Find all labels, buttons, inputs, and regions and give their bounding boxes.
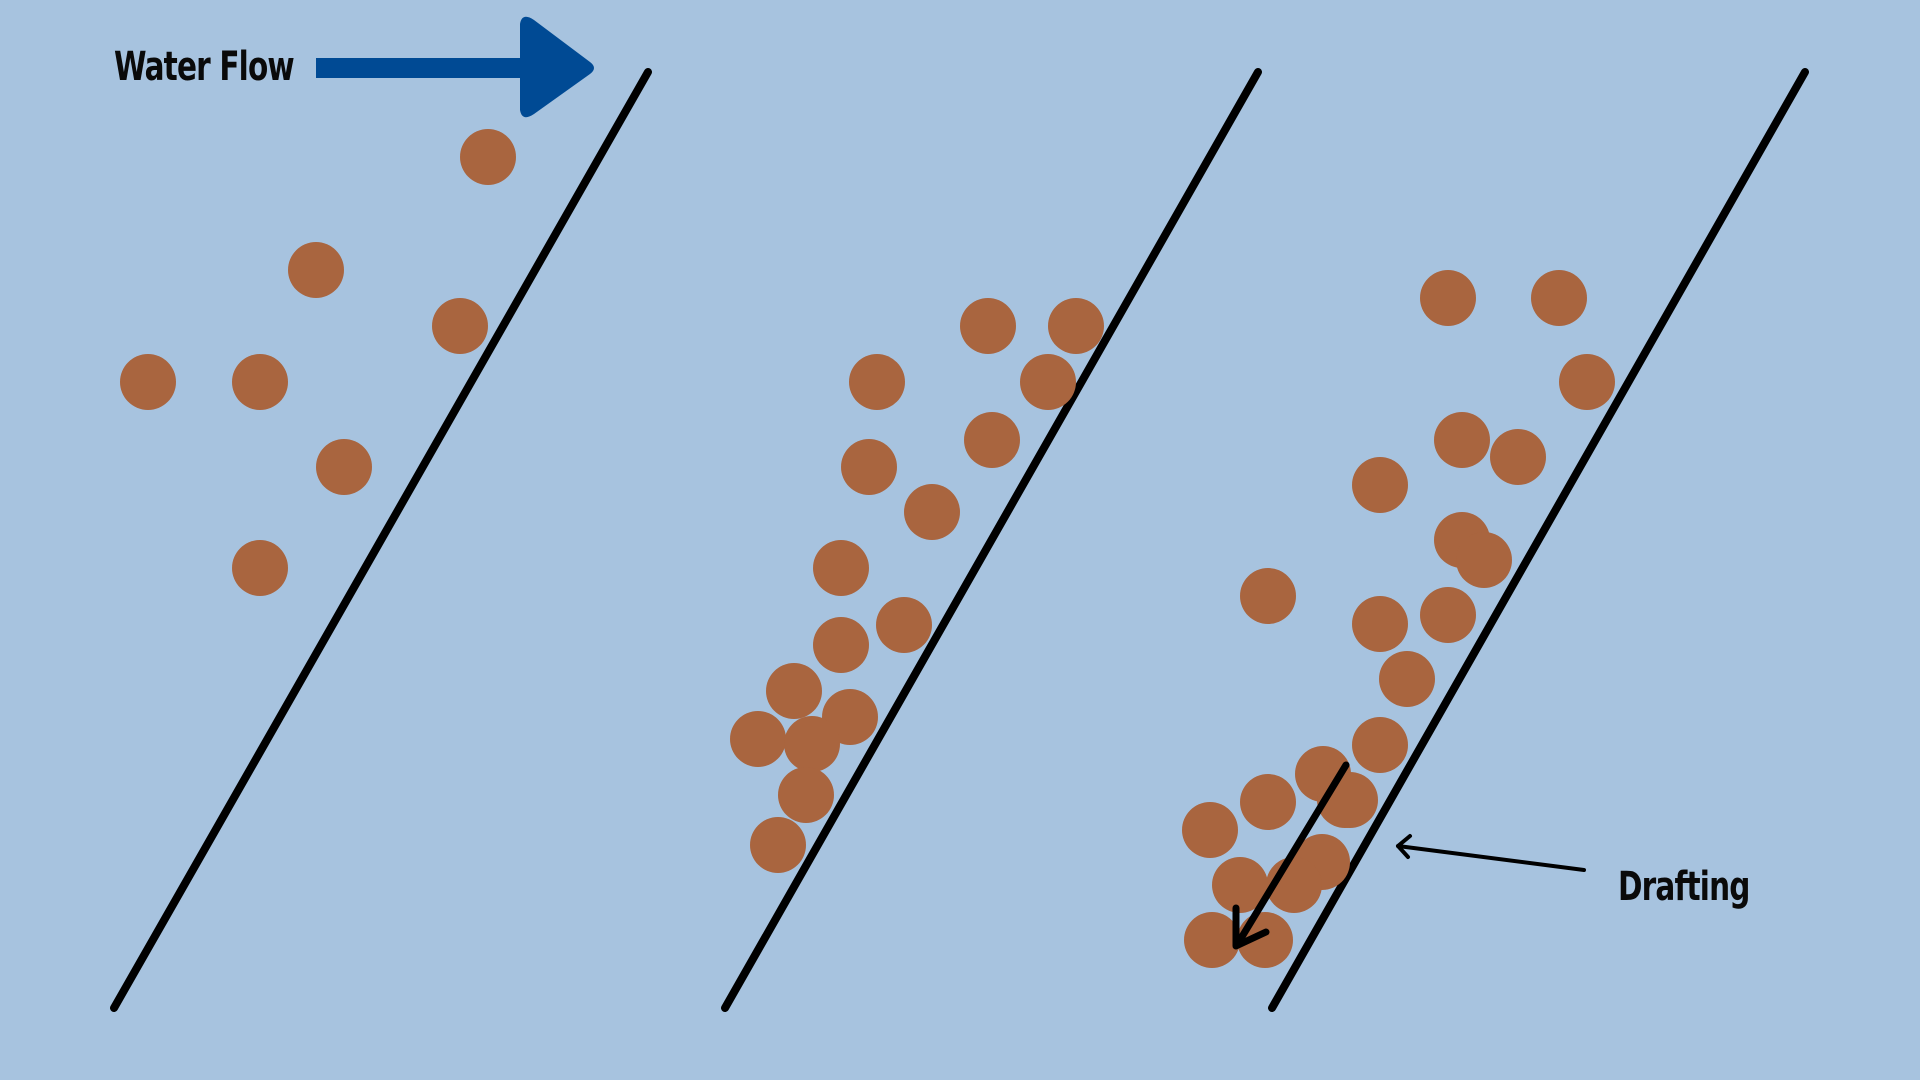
particle-panel-1 xyxy=(316,439,372,495)
water-flow-label: Water Flow xyxy=(114,44,295,90)
particle-panel-3 xyxy=(1434,412,1490,468)
drafting-pointer-shaft xyxy=(1396,844,1586,872)
particle-panel-2 xyxy=(904,484,960,540)
drafting-label: Drafting xyxy=(1618,864,1750,910)
settling-arrow-shaft xyxy=(1236,761,1350,944)
particle-panel-1 xyxy=(288,242,344,298)
arrow-left-icon xyxy=(1396,834,1412,859)
particle-panel-3 xyxy=(1352,596,1408,652)
arrow-right-icon xyxy=(316,16,594,118)
tank-wall-2 xyxy=(721,68,1262,1012)
particle-panel-3 xyxy=(1352,717,1408,773)
particle-panel-1 xyxy=(432,298,488,354)
particle-panel-2 xyxy=(1020,354,1076,410)
particle-panel-3 xyxy=(1182,802,1238,858)
particle-panel-2 xyxy=(766,663,822,719)
particle-panel-2 xyxy=(750,817,806,873)
particle-panel-2 xyxy=(876,597,932,653)
particle-panel-2 xyxy=(730,711,786,767)
particle-panel-1 xyxy=(232,354,288,410)
particle-panel-2 xyxy=(964,412,1020,468)
particle-panel-2 xyxy=(841,439,897,495)
particle-panel-3 xyxy=(1322,772,1378,828)
particle-panel-3 xyxy=(1184,912,1240,968)
particle-panel-1 xyxy=(232,540,288,596)
particle-panel-3 xyxy=(1240,568,1296,624)
arrow-down-left-icon xyxy=(1232,904,1270,950)
particle-panel-2 xyxy=(778,767,834,823)
particle-panel-3 xyxy=(1531,270,1587,326)
particle-panel-3 xyxy=(1456,532,1512,588)
particle-panel-1 xyxy=(460,129,516,185)
particle-panel-2 xyxy=(960,298,1016,354)
particle-panel-3 xyxy=(1379,651,1435,707)
particle-panel-2 xyxy=(784,716,840,772)
particle-panel-2 xyxy=(1048,298,1104,354)
particle-panel-3 xyxy=(1212,857,1268,913)
particle-panel-3 xyxy=(1240,774,1296,830)
particle-panel-3 xyxy=(1559,354,1615,410)
particle-panel-3 xyxy=(1490,429,1546,485)
particle-panel-1 xyxy=(120,354,176,410)
particle-panel-2 xyxy=(813,617,869,673)
particle-panel-3 xyxy=(1420,270,1476,326)
tank-wall-1 xyxy=(110,68,652,1012)
particle-panel-2 xyxy=(813,540,869,596)
particle-panel-3 xyxy=(1420,587,1476,643)
particle-panel-2 xyxy=(849,354,905,410)
tank-wall-3 xyxy=(1268,68,1809,1012)
particle-panel-3 xyxy=(1352,457,1408,513)
